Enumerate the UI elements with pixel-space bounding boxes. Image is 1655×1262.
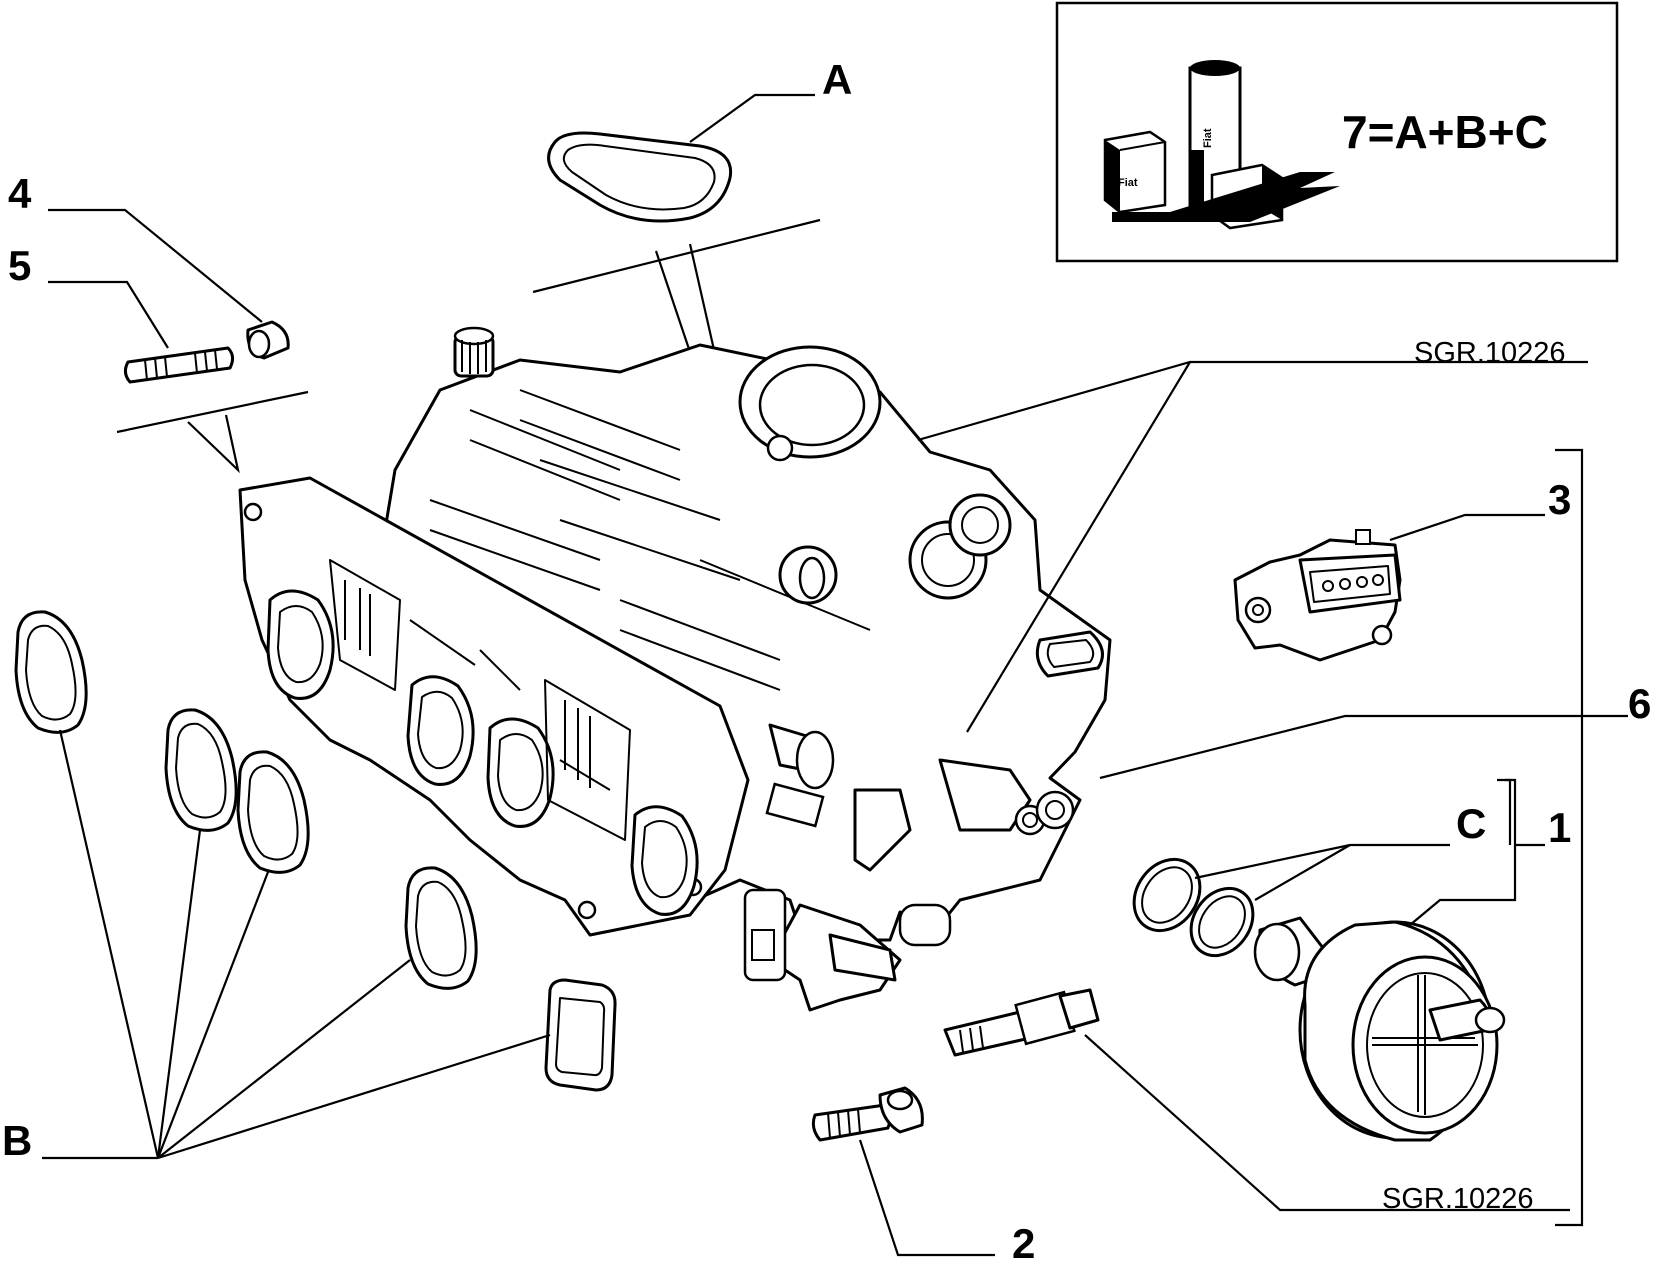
label-a: A (822, 56, 852, 103)
package-label-2: Fiat (1202, 128, 1214, 148)
label-3: 3 (1548, 476, 1571, 523)
leader-stud-bracket (116, 390, 309, 474)
manifold-flange (238, 476, 750, 937)
reference-lower: SGR.10226 (1382, 1183, 1534, 1215)
temperature-sensor (943, 988, 1100, 1057)
map-sensor-3 (1233, 529, 1402, 662)
kit-box: Fiat Fiat Fiat 7=A+B+C (1055, 1, 1619, 263)
o-rings-c (1132, 857, 1255, 958)
actuator-1 (1253, 916, 1506, 1142)
label-6: 6 (1628, 680, 1651, 727)
bolt-2 (811, 1086, 924, 1142)
stud-5 (123, 346, 235, 384)
label-4: 4 (8, 170, 32, 217)
label-2: 2 (1012, 1220, 1035, 1262)
package-label-3: Fiat (1232, 196, 1252, 208)
gaskets-b (14, 610, 617, 1092)
parts-package-icon: Fiat Fiat Fiat (1103, 60, 1340, 230)
label-b: B (2, 1117, 32, 1164)
label-5: 5 (8, 242, 31, 289)
nut-4 (246, 320, 290, 360)
label-1: 1 (1548, 804, 1571, 851)
kit-formula: 7=A+B+C (1342, 106, 1548, 158)
package-label-1: Fiat (1118, 177, 1138, 189)
label-c: C (1456, 800, 1486, 847)
gasket-a (547, 131, 733, 223)
leader-b (42, 729, 551, 1160)
reference-upper: SGR.10226 (1414, 337, 1566, 369)
